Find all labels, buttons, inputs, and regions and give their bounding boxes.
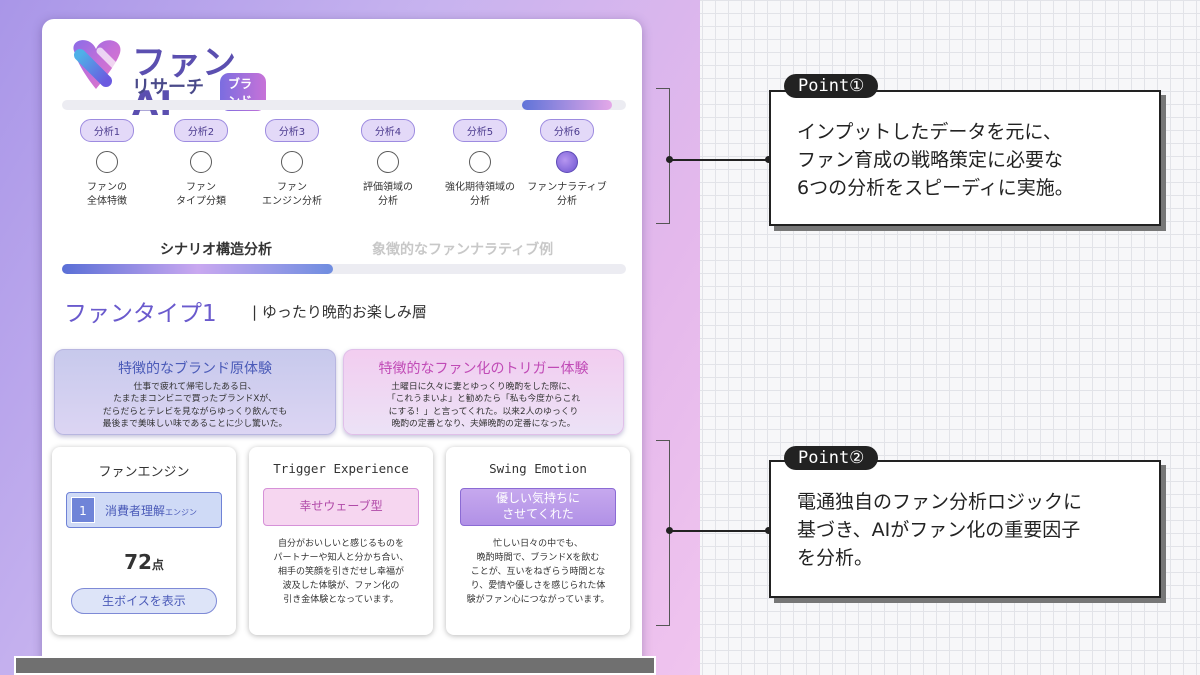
step-tag: 分析2 [173, 119, 229, 142]
logo-subtitle: リサーチ [132, 77, 204, 98]
step-radio-button[interactable] [96, 151, 118, 173]
step-radio-button[interactable] [190, 151, 212, 173]
trigger-type-pill: 幸せウェーブ型 [263, 488, 419, 526]
swing-emotion-text: 忙しい日々の中でも、 晩酌時間で、ブランドXを飲む ことが、互いをねぎらう時間と… [466, 539, 610, 605]
fan-engine-title: ファンエンジン [98, 465, 190, 480]
point1-dot [765, 156, 772, 163]
tab-progress-fill [62, 264, 333, 274]
point2-box: 電通独自のファン分析ロジックに 基づき、AIがファン化の重要因子 を分析。 [769, 460, 1161, 598]
step-radio-button[interactable] [281, 151, 303, 173]
engine-label-suffix: エンジン [165, 508, 198, 517]
point2-tag: Point② [784, 446, 879, 470]
analysis-progress-fill [521, 100, 612, 110]
step-label: 強化期待領域の 分析 [445, 182, 515, 207]
point2-dot [666, 527, 673, 534]
tab-scenario-structure[interactable]: シナリオ構造分析 [160, 242, 272, 258]
trigger-metric-text: 自分がおいしいと感じるものを パートナーや知人と分かち合い、 相手の笑顔を引きだ… [273, 539, 409, 605]
point1-box: インプットしたデータを元に、 ファン育成の戦略策定に必要な 6つの分析をスピーデ… [769, 90, 1161, 226]
point1-connector-line [670, 159, 770, 161]
engine-label: 消費者理解エンジン [105, 502, 197, 519]
point2-connector-line [670, 530, 770, 532]
analysis-steps: 分析1 ファンの 全体特徴 分析2 ファン タイプ分類 分析3 ファン エンジン… [62, 119, 626, 219]
fan-engine-card: ファンエンジン 1 消費者理解エンジン 72点 生ボイスを表示 [52, 447, 236, 635]
engine-number: 1 [71, 497, 95, 523]
trigger-experience-card: 特徴的なファン化のトリガー体験 土曜日に久々に妻とゆっくり晩酌をした際に、 「こ… [343, 349, 624, 435]
app-logo: ファンAI リサーチ ブランド [66, 35, 266, 124]
point2-dot [765, 527, 772, 534]
swing-emotion-pill: 優しい気持ちに させてくれた [460, 488, 616, 526]
tab-progress-track [62, 264, 626, 274]
brand-experience-card: 特徴的なブランド原体験 仕事で疲れて帰宅したある日、 たまたまコンビニで買ったブ… [54, 349, 336, 435]
fan-type-title: ファンタイプ1 [64, 301, 217, 327]
brand-experience-title: 特徴的なブランド原体験 [118, 361, 272, 377]
step-analysis-2[interactable]: 分析2 ファン タイプ分類 [151, 119, 251, 208]
point2-text: 電通独自のファン分析ロジックに 基づき、AIがファン化の重要因子 を分析。 [797, 491, 1083, 570]
step-analysis-1[interactable]: 分析1 ファンの 全体特徴 [57, 119, 157, 208]
step-analysis-4[interactable]: 分析4 評価領域の 分析 [338, 119, 438, 208]
point1-tag: Point① [784, 74, 879, 98]
view-tabs: シナリオ構造分析 象徴的なファンナラティブ例 [62, 239, 626, 279]
engine-score-value: 72 [124, 550, 152, 574]
step-radio-button-selected[interactable] [556, 151, 578, 173]
point1-dot [666, 156, 673, 163]
step-tag: 分析3 [264, 119, 320, 142]
analysis-progress-bar [62, 100, 626, 110]
step-analysis-6[interactable]: 分析6 ファンナラティブ 分析 [517, 119, 617, 208]
tab-fan-narrative-examples[interactable]: 象徴的なファンナラティブ例 [372, 242, 554, 258]
step-radio-button[interactable] [377, 151, 399, 173]
app-window: ファンAI リサーチ ブランド 分析1 ファンの 全体特徴 分析2 ファン タイ… [42, 19, 642, 675]
trigger-metric-title: Trigger Experience [273, 461, 409, 476]
point1-text: インプットしたデータを元に、 ファン育成の戦略策定に必要な 6つの分析をスピーデ… [797, 121, 1074, 200]
step-tag: 分析1 [79, 119, 135, 142]
step-label: 評価領域の 分析 [363, 182, 413, 207]
swing-emotion-card: Swing Emotion 優しい気持ちに させてくれた 忙しい日々の中でも、 … [446, 447, 630, 635]
step-radio-button[interactable] [469, 151, 491, 173]
engine-label-main: 消費者理解 [105, 504, 166, 518]
step-label: ファンの 全体特徴 [87, 182, 127, 207]
trigger-experience-title: 特徴的なファン化のトリガー体験 [378, 361, 589, 377]
show-voice-button[interactable]: 生ボイスを表示 [71, 588, 217, 614]
step-analysis-5[interactable]: 分析5 強化期待領域の 分析 [430, 119, 530, 208]
step-label: ファン タイプ分類 [176, 182, 226, 207]
step-label: ファンナラティブ 分析 [527, 182, 607, 207]
step-tag: 分析6 [539, 119, 595, 142]
fan-type-subtitle: | ゆったり晩酌お楽しみ層 [252, 303, 427, 321]
engine-score-unit: 点 [151, 558, 164, 572]
trigger-experience-metric-card: Trigger Experience 幸せウェーブ型 自分がおいしいと感じるもの… [249, 447, 433, 635]
step-tag: 分析4 [360, 119, 416, 142]
heart-logo-icon [73, 40, 121, 89]
step-label: ファン エンジン分析 [262, 182, 322, 207]
step-tag: 分析5 [452, 119, 508, 142]
engine-score: 72点 [52, 550, 236, 574]
swing-emotion-title: Swing Emotion [489, 461, 587, 476]
step-analysis-3[interactable]: 分析3 ファン エンジン分析 [242, 119, 342, 208]
brand-experience-text: 仕事で疲れて帰宅したある日、 たまたまコンビニで買ったブランドXが、 だらだらと… [102, 382, 288, 429]
trigger-experience-text: 土曜日に久々に妻とゆっくり晩酌をした際に、 「これうまいよ」と勧めたら「私も今度… [386, 382, 581, 429]
engine-selector[interactable]: 1 消費者理解エンジン [66, 492, 222, 528]
bottom-gray-bar [14, 656, 656, 675]
